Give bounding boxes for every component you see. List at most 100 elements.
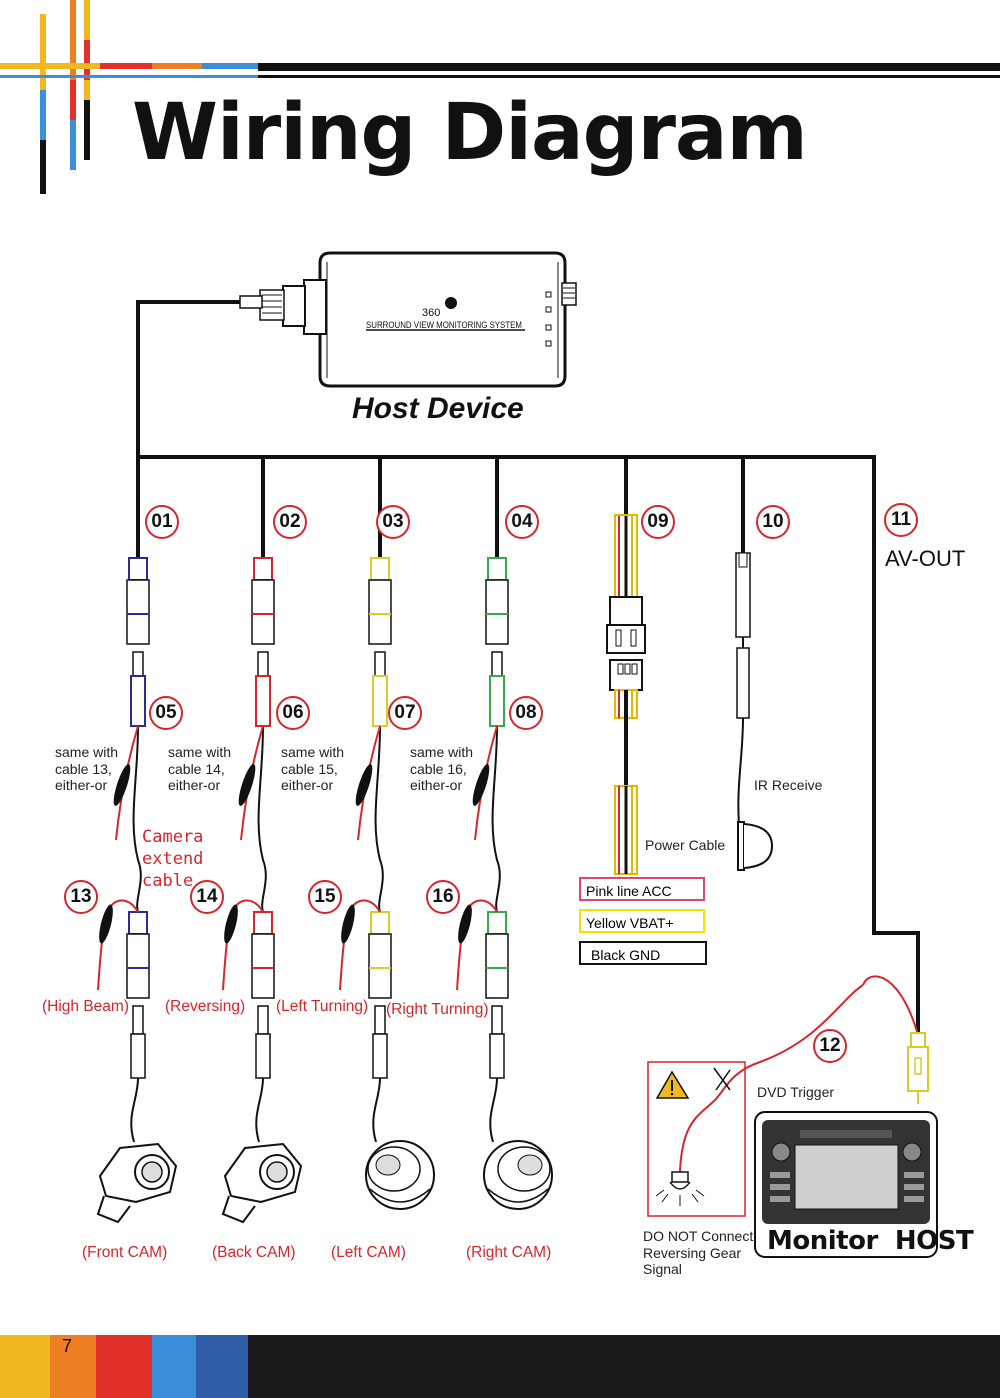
vbat-wire-box: Yellow VBAT+: [579, 909, 705, 933]
right-plug-upper-body: [485, 579, 509, 645]
dvd-trigger-label: DVD Trigger: [757, 1084, 835, 1100]
trigger-label-high-beam: (High Beam): [42, 998, 129, 1015]
camera-plug-group: [97, 557, 509, 1143]
power-cable-label: Power Cable: [645, 837, 726, 853]
back-plug-upper-head: [253, 557, 273, 581]
back-cam-cable: [255, 1077, 264, 1143]
host-brand: 360: [422, 307, 440, 319]
right-plug-mid-body: [489, 675, 505, 727]
front-cam-connector-body: [130, 1033, 146, 1079]
badge-04: 04: [505, 505, 539, 539]
left-plug-mid-body: [372, 675, 388, 727]
footer-band: [0, 1335, 1000, 1398]
power-cable: [606, 514, 646, 875]
badge-03: 03: [376, 505, 410, 539]
right-cam-icon: [483, 1140, 553, 1210]
back-fuse-upper: [238, 764, 256, 806]
back-plug-mid-body: [255, 675, 271, 727]
back-extend-wire: [257, 725, 267, 913]
page-number: 7: [62, 1336, 73, 1356]
left-fuse-upper: [355, 764, 373, 806]
either-or-note-13: same with cable 13, either-or: [55, 744, 119, 793]
badge-02: 02: [273, 505, 307, 539]
left-cam-connector-pin: [374, 1005, 386, 1035]
monitor-host-label: Monitor HOST: [767, 1226, 974, 1256]
badge-14: 14: [190, 880, 224, 914]
back-plug-lower-body: [251, 933, 275, 999]
badge-11: 11: [884, 503, 918, 537]
either-or-note-15: same with cable 15, either-or: [281, 744, 345, 793]
left-plug-upper-body: [368, 579, 392, 645]
right-cam-connector-body: [489, 1033, 505, 1079]
wire-trunk: [136, 300, 920, 1035]
camera-label-front: (Front CAM): [82, 1244, 168, 1261]
acc-wire-box: Pink line ACC: [579, 877, 705, 901]
back-plug-lower-head: [253, 911, 273, 935]
gnd-wire-box: Black GND: [579, 941, 707, 965]
monitor-host-unit: [754, 1111, 938, 1258]
page-title: Wiring Diagram: [132, 88, 808, 178]
camera-extend-cable-label: Camera extend cable: [142, 827, 204, 891]
back-cam-connector-body: [255, 1033, 271, 1079]
camera-label-right: (Right CAM): [466, 1244, 552, 1261]
front-cam-connector-pin: [132, 1005, 144, 1035]
badge-13: 13: [64, 880, 98, 914]
badge-01: 01: [145, 505, 179, 539]
front-cam-icon: [96, 1142, 178, 1224]
front-plug-upper-head: [128, 557, 148, 581]
badge-12: 12: [813, 1029, 847, 1063]
host-device-box: [239, 251, 577, 388]
ir-receive-label: IR Receive: [754, 777, 823, 793]
badge-05: 05: [149, 696, 183, 730]
right-fuse-upper: [472, 764, 490, 806]
back-plug-upper-body: [251, 579, 275, 645]
front-plug-mid-pin: [132, 651, 144, 677]
right-plug-lower-head: [487, 911, 507, 935]
badge-09: 09: [641, 505, 675, 539]
either-or-note-14: same with cable 14, either-or: [168, 744, 232, 793]
right-extend-wire: [491, 725, 501, 913]
badge-15: 15: [308, 880, 342, 914]
left-cam-connector-body: [372, 1033, 388, 1079]
front-plug-mid-body: [130, 675, 146, 727]
right-fuse-lower: [458, 904, 472, 944]
front-fuse-upper: [113, 764, 131, 806]
front-plug-upper-body: [126, 579, 150, 645]
back-cam-icon: [221, 1142, 303, 1224]
badge-07: 07: [388, 696, 422, 730]
camera-label-left: (Left CAM): [331, 1244, 406, 1261]
front-cam-cable: [130, 1077, 139, 1143]
left-plug-lower-head: [370, 911, 390, 935]
host-system-name: SURROUND VIEW MONITORING SYSTEM: [366, 320, 522, 331]
left-cam-icon: [365, 1140, 435, 1210]
front-plug-lower-body: [126, 933, 150, 999]
trigger-label-left-turning: (Left Turning): [276, 998, 369, 1015]
av-out-label: AV-OUT: [885, 546, 966, 571]
front-plug-lower-head: [128, 911, 148, 935]
either-or-note-16: same with cable 16, either-or: [410, 744, 474, 793]
back-cam-connector-pin: [257, 1005, 269, 1035]
left-extend-wire: [374, 725, 384, 913]
left-cam-cable: [372, 1077, 381, 1143]
left-fuse-lower: [341, 904, 355, 944]
do-not-connect-note: DO NOT Connect Reversing Gear Signal: [643, 1228, 754, 1277]
trigger-label-reversing: (Reversing): [165, 998, 246, 1015]
front-extend-wire: [132, 725, 142, 913]
trigger-label-right-turning: (Right Turning): [386, 1001, 489, 1018]
left-plug-upper-head: [370, 557, 390, 581]
ir-receiver: [735, 552, 774, 871]
front-fuse-lower: [99, 904, 113, 944]
badge-16: 16: [426, 880, 460, 914]
right-plug-lower-body: [485, 933, 509, 999]
camera-label-back: (Back CAM): [212, 1244, 296, 1261]
right-plug-mid-pin: [491, 651, 503, 677]
right-cam-connector-pin: [491, 1005, 503, 1035]
badge-06: 06: [276, 696, 310, 730]
header-decoration: [0, 0, 1000, 194]
back-fuse-lower: [224, 904, 238, 944]
host-device-label: Host Device: [352, 392, 524, 425]
av-out-rca-plug: [862, 975, 929, 1104]
right-plug-upper-head: [487, 557, 507, 581]
back-plug-mid-pin: [257, 651, 269, 677]
